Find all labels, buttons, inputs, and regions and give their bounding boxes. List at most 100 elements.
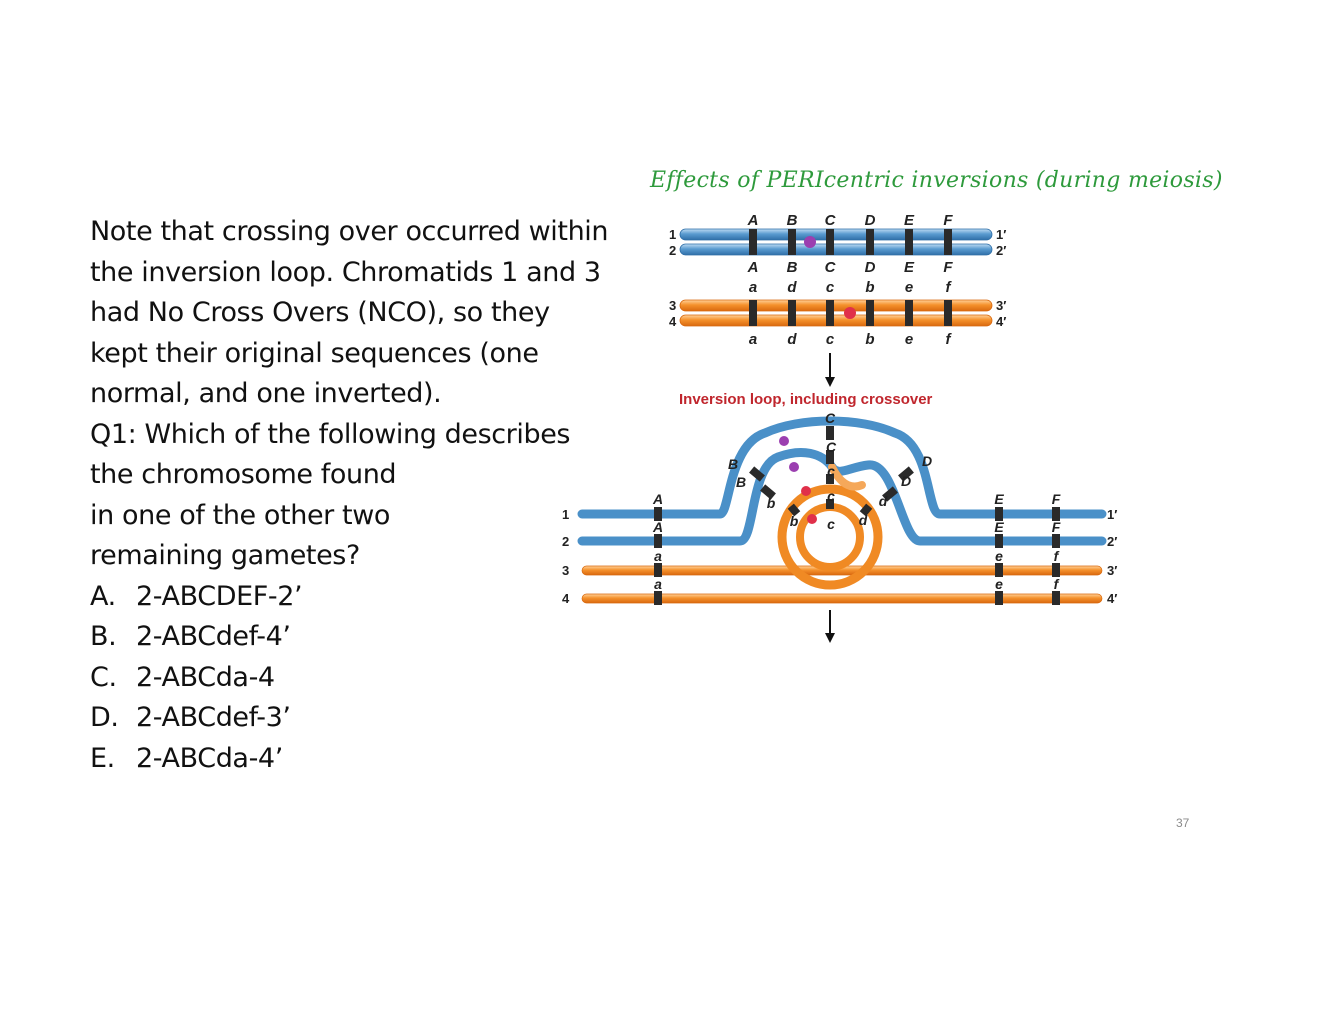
centromere xyxy=(779,436,789,446)
strand-number: 1 xyxy=(669,227,676,242)
question-line: Q1: Which of the following describes xyxy=(90,418,571,450)
option-text: 2-ABCdef-4’ xyxy=(136,621,291,652)
gene-label: a xyxy=(749,279,757,296)
gene-label: B xyxy=(736,474,746,490)
centromere-orange xyxy=(844,307,856,319)
strand-number: 3 xyxy=(669,298,676,313)
bands xyxy=(749,229,952,326)
gene-label: c xyxy=(826,279,835,296)
gene-label: f xyxy=(1054,576,1060,592)
option-text: 2-ABCda-4’ xyxy=(136,742,283,774)
inversion-loop: C C c c c B B b b D D d d A A a a E E e … xyxy=(562,410,1117,606)
option-letter: A. xyxy=(90,580,116,612)
blue-chromatid-2 xyxy=(679,243,993,256)
gene-label: A xyxy=(652,491,663,507)
option-e[interactable]: E. 2-ABCda-4’ xyxy=(90,739,610,780)
question-line: the chromosome found xyxy=(90,459,397,490)
strand-number: 4 xyxy=(669,314,677,329)
question-line: in one of the other two xyxy=(90,499,391,531)
gene-label: F xyxy=(943,212,953,229)
gene-label: f xyxy=(946,331,953,348)
gene-label: c xyxy=(827,463,835,479)
option-letter: D. xyxy=(90,702,119,733)
gene-label: A xyxy=(652,519,663,535)
question-line: remaining gametes? xyxy=(90,540,360,571)
strand-number: 4 xyxy=(562,591,570,606)
gene-label: F xyxy=(943,259,953,276)
gene-label: D xyxy=(922,453,932,469)
gene-label: E xyxy=(904,212,915,229)
strand-number: 2′ xyxy=(996,243,1006,258)
option-letter: C. xyxy=(90,661,117,693)
gene-label: c xyxy=(826,331,835,348)
gene-label: C xyxy=(825,259,837,276)
gene-label: D xyxy=(865,259,876,276)
gene-label: b xyxy=(767,495,776,511)
strand-4 xyxy=(581,593,1103,604)
strand-number: 2′ xyxy=(1107,534,1117,549)
gene-label: C xyxy=(826,439,837,455)
gene-label: B xyxy=(787,212,798,229)
gene-label: D xyxy=(865,212,876,229)
gene-label: a xyxy=(654,576,662,592)
centromere xyxy=(801,486,811,496)
crossover-segment xyxy=(828,463,866,491)
strand-number: 4′ xyxy=(996,314,1006,329)
gene-label: e xyxy=(995,548,1003,564)
gene-label: B xyxy=(787,259,798,276)
gene-label: c xyxy=(827,516,835,532)
gene-label: f xyxy=(1054,548,1060,564)
top-chromosomes: A B C D E F A B C D E F a d c b e f a d … xyxy=(669,212,1006,348)
gene-label: a xyxy=(749,331,757,348)
gene-label: C xyxy=(825,410,836,426)
gene-label: b xyxy=(865,279,874,296)
centromere-blue xyxy=(804,236,816,248)
gene-label: b xyxy=(790,513,799,529)
option-d[interactable]: D.2-ABCdef-3’ xyxy=(90,698,610,739)
slide-text: Note that crossing over occurred within … xyxy=(90,212,610,779)
centromere xyxy=(789,462,799,472)
gene-label: F xyxy=(1052,491,1061,507)
option-b[interactable]: B. 2-ABCdef-4’ xyxy=(90,617,610,658)
down-arrow xyxy=(825,353,835,387)
orange-chromatid-4 xyxy=(679,314,993,327)
explanation-paragraph: Note that crossing over occurred within … xyxy=(90,216,609,409)
question: Q1: Which of the following describes the… xyxy=(90,415,610,577)
orange-loop-outer xyxy=(777,484,883,590)
strand-number: 1′ xyxy=(996,227,1006,242)
orange-chromatid-3 xyxy=(679,299,993,312)
gene-label: d xyxy=(787,279,797,296)
gene-label: c xyxy=(827,488,835,504)
gene-label: A xyxy=(747,212,759,229)
page-number: 37 xyxy=(1176,816,1190,830)
option-text: 2-ABCda-4 xyxy=(136,661,275,693)
option-c[interactable]: C. 2-ABCda-4 xyxy=(90,658,610,699)
gene-label: d xyxy=(859,512,868,528)
gene-label: b xyxy=(865,331,874,348)
blue-chromatid-1 xyxy=(679,228,993,241)
figure-title: Effects of PERIcentric inversions (durin… xyxy=(650,168,1223,193)
gene-label: a xyxy=(654,548,662,564)
inversion-figure: A B C D E F A B C D E F a d c b e f a d … xyxy=(562,212,1117,643)
gene-label: e xyxy=(905,331,913,348)
centromere xyxy=(807,514,817,524)
strand-number: 4′ xyxy=(1107,591,1117,606)
gene-label: e xyxy=(995,576,1003,592)
gene-label: F xyxy=(1052,519,1061,535)
gene-label: d xyxy=(879,493,888,509)
option-a[interactable]: A.2-ABCDEF-2’ xyxy=(90,577,610,618)
strand-1 xyxy=(577,416,1107,519)
gene-label: D xyxy=(901,473,911,489)
strand-number: 2 xyxy=(669,243,676,258)
gene-label: d xyxy=(787,331,797,348)
loop-bands xyxy=(654,426,1060,605)
gene-label: E xyxy=(994,519,1004,535)
down-arrow xyxy=(825,610,835,643)
gene-label: A xyxy=(747,259,759,276)
option-letter: E. xyxy=(90,742,115,774)
gene-label: E xyxy=(904,259,915,276)
gene-label: B xyxy=(728,456,738,472)
gene-label: e xyxy=(905,279,913,296)
strand-number: 3′ xyxy=(996,298,1006,313)
option-letter: B. xyxy=(90,621,117,652)
